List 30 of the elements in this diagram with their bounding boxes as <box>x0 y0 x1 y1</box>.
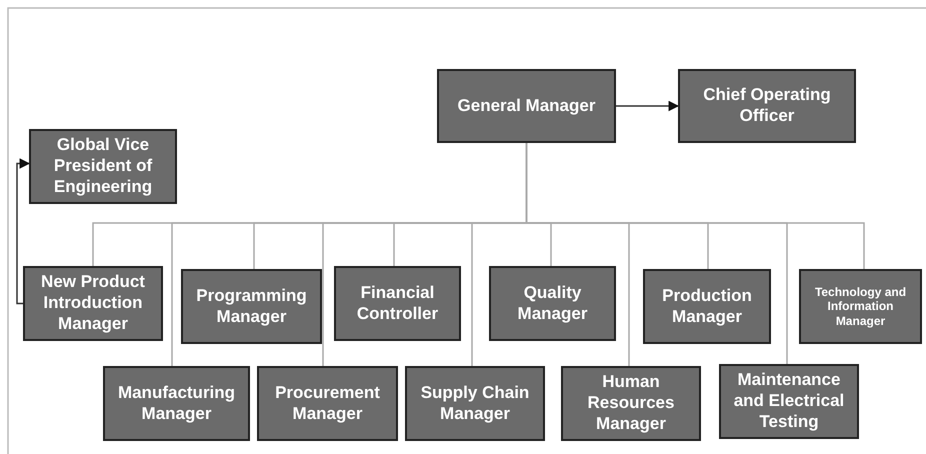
role-title: Programming Manager <box>195 286 308 328</box>
role-title: Chief Operating Officer <box>702 85 832 127</box>
role-box <box>103 366 250 441</box>
role-box <box>719 364 859 439</box>
role-box <box>29 129 177 204</box>
role-box <box>181 269 322 344</box>
role-box <box>23 266 163 341</box>
role-title: Human Resources Manager <box>586 372 676 435</box>
role-title: Financial Controller <box>356 282 440 324</box>
role-box <box>334 266 461 341</box>
role-title: Technology and Information Manager <box>814 284 908 328</box>
role-box <box>437 69 616 143</box>
arrow <box>16 158 30 304</box>
role-box <box>257 366 398 441</box>
role-box <box>799 269 922 344</box>
role-box <box>643 269 771 344</box>
role-title: Global Vice President of Engineering <box>52 135 154 198</box>
role-title: Quality Manager <box>516 282 588 324</box>
role-title: General Manager <box>456 96 596 116</box>
role-box <box>561 366 701 441</box>
role-title: Manufacturing Manager <box>116 382 236 424</box>
arrow <box>616 100 680 112</box>
role-box <box>489 266 616 341</box>
role-title: Production Manager <box>661 286 753 328</box>
role-title: Procurement Manager <box>274 382 381 424</box>
role-box <box>678 69 856 143</box>
role-title: Supply Chain Manager <box>420 382 530 424</box>
role-title: New Product Introduction Manager <box>40 272 146 335</box>
role-box <box>405 366 545 441</box>
role-title: Maintenance and Electrical Testing <box>732 370 846 433</box>
